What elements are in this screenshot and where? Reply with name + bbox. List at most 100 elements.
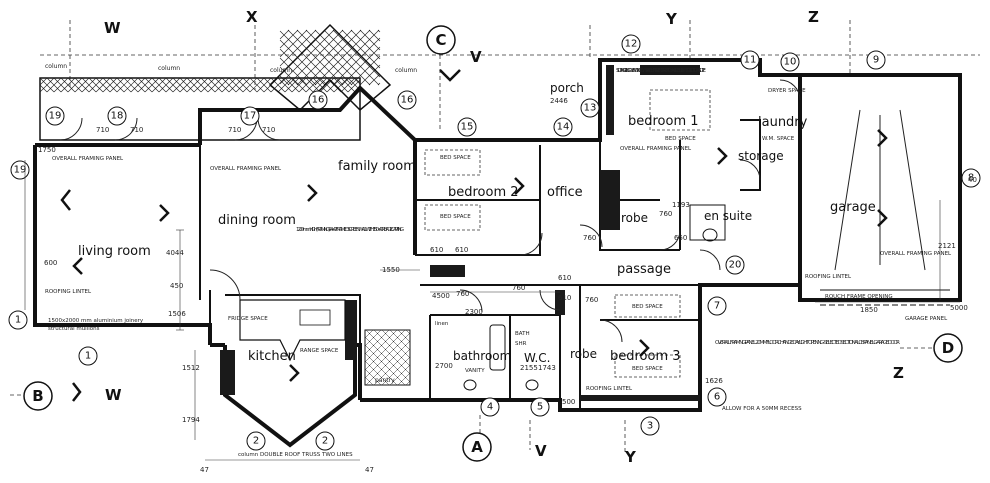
- room-living-room: living room: [78, 244, 151, 259]
- bubble-19-left: 19: [14, 165, 27, 176]
- bubble-6: 6: [714, 392, 720, 403]
- label-column-2: column: [158, 65, 180, 72]
- bubble-7: 7: [714, 301, 720, 312]
- grid-bubble-d-label: D: [942, 339, 954, 357]
- room-bedroom-1: bedroom 1: [628, 114, 699, 129]
- bubble-2-right: 2: [322, 436, 328, 447]
- grid-bubble-c-label: C: [435, 31, 446, 49]
- label-mullions: structural mullions: [48, 326, 100, 332]
- room-family-room: family room: [338, 159, 416, 174]
- dim-500: 500: [562, 398, 575, 406]
- label-overall-framing-d: OVERALL FRAMING PANEL: [880, 251, 952, 257]
- label-bed-space-2: BED SPACE: [440, 214, 471, 220]
- dim-760-c: 760: [659, 210, 672, 218]
- label-lintel-3: ROOFING LINTEL: [586, 386, 633, 392]
- bubble-17: 17: [244, 111, 257, 122]
- bubble-3: 3: [647, 421, 653, 432]
- label-garage-note: GARAGE PANEL: [905, 316, 948, 322]
- dim-2446: 2446: [550, 97, 568, 105]
- bubble-12: 12: [625, 39, 638, 50]
- bubble-2-left: 2: [253, 436, 259, 447]
- label-garage-panel: OVERALL FRAMING PANEL. 20 MM FLOOR CHANG…: [715, 340, 900, 346]
- bubble-13: 13: [584, 103, 597, 114]
- room-porch: porch: [550, 81, 584, 95]
- label-pantry: pantry: [375, 377, 395, 384]
- label-bed-space-3: BED SPACE: [665, 136, 696, 142]
- fixtures: [239, 89, 950, 391]
- room-office: office: [547, 185, 583, 200]
- room-laundry: laundry: [758, 115, 808, 130]
- grid-bubble-d: D: [933, 333, 963, 363]
- dim-760-e: 760: [512, 284, 525, 292]
- dim-4044: 4044: [166, 249, 184, 257]
- dim-710-b: 710: [130, 126, 143, 134]
- bubble-14: 14: [557, 122, 570, 133]
- grid-bubble-c: C: [426, 25, 456, 55]
- bubble-16-right: 16: [401, 95, 414, 106]
- room-robe-3: robe: [570, 347, 597, 361]
- dim-760-a: 760: [456, 290, 469, 298]
- dim-610-b: 610: [455, 246, 468, 254]
- wall-blocks: [220, 65, 700, 401]
- dim-2700: 2700: [435, 362, 453, 370]
- label-linen: linen: [435, 321, 449, 327]
- dim-1794: 1794: [182, 416, 200, 424]
- room-kitchen: kitchen: [248, 349, 296, 364]
- label-wm-space: W.M. SPACE: [762, 136, 795, 142]
- dim-710-d: 710: [262, 126, 275, 134]
- label-bed-space-1: BED SPACE: [440, 155, 471, 161]
- room-dining-room: dining room: [218, 213, 296, 228]
- label-shower: SHR: [515, 341, 527, 347]
- dim-47-b: 47: [365, 466, 374, 474]
- dim-1850: 1850: [860, 306, 878, 314]
- bubble-16-left: 16: [312, 95, 325, 106]
- grid-letter-z-right: Z: [893, 364, 904, 382]
- dim-710-c: 710: [228, 126, 241, 134]
- room-passage: passage: [617, 262, 671, 277]
- dim-1506: 1506: [168, 310, 186, 318]
- bubble-20: 20: [729, 260, 742, 271]
- bubble-4: 4: [487, 402, 493, 413]
- room-storage: storage: [738, 149, 784, 163]
- room-robe-1: robe: [621, 211, 648, 225]
- dim-610-a: 610: [430, 246, 443, 254]
- grid-lines: [10, 20, 980, 455]
- room-en-suite: en suite: [704, 209, 752, 223]
- label-lintel: ROOFING LINTEL: [45, 289, 92, 295]
- label-bed-space-4: BED SPACE: [632, 304, 663, 310]
- bubble-1-left: 1: [15, 315, 21, 326]
- dim-1750: 1750: [38, 146, 56, 154]
- dim-760-d: 760: [585, 296, 598, 304]
- bubble-10: 10: [784, 57, 797, 68]
- label-bath: BATH: [515, 331, 530, 337]
- numbered-bubbles: [8, 34, 981, 451]
- bubble-5: 5: [537, 402, 543, 413]
- dim-710-a: 710: [96, 126, 109, 134]
- label-bedroom-note: SLOPING CEILING OVER WINDOWS. VALLEY UNI…: [616, 68, 707, 74]
- label-fridge-space: FRIDGE SPACE: [228, 316, 268, 322]
- label-vanity: VANITY: [465, 368, 485, 374]
- label-column-bottom: column DOUBLE ROOF TRUSS TWO LINES: [238, 452, 353, 458]
- dim-2155: 2155: [520, 364, 538, 372]
- dim-650: 650: [674, 234, 687, 242]
- grid-bubble-a-label: A: [471, 438, 483, 456]
- grid-letter-z-top: Z: [808, 8, 819, 26]
- label-aluminium: 1500x2000 mm aluminium joinery: [48, 318, 144, 324]
- dim-47-a: 47: [200, 466, 209, 474]
- grid-letter-v-top: V: [470, 48, 482, 66]
- label-column-1: column: [45, 63, 67, 70]
- grid-letter-y-top: Y: [665, 10, 678, 28]
- dim-610-c: 610: [558, 274, 571, 282]
- dim-760-b: 760: [583, 234, 596, 242]
- bubble-19-top: 19: [49, 111, 62, 122]
- grid-bubble-b-label: B: [32, 387, 43, 405]
- dim-1512: 1512: [182, 364, 200, 372]
- dim-610-d: 610: [558, 294, 571, 302]
- label-garage-door: ROUCH FRAME OPENING: [825, 294, 893, 300]
- dim-1743: 1743: [538, 364, 556, 372]
- bubble-11: 11: [744, 55, 757, 66]
- grid-letter-x-top: X: [246, 8, 258, 26]
- grid-bubble-a: A: [462, 432, 492, 462]
- grid-letter-w-bottom: W: [105, 386, 122, 404]
